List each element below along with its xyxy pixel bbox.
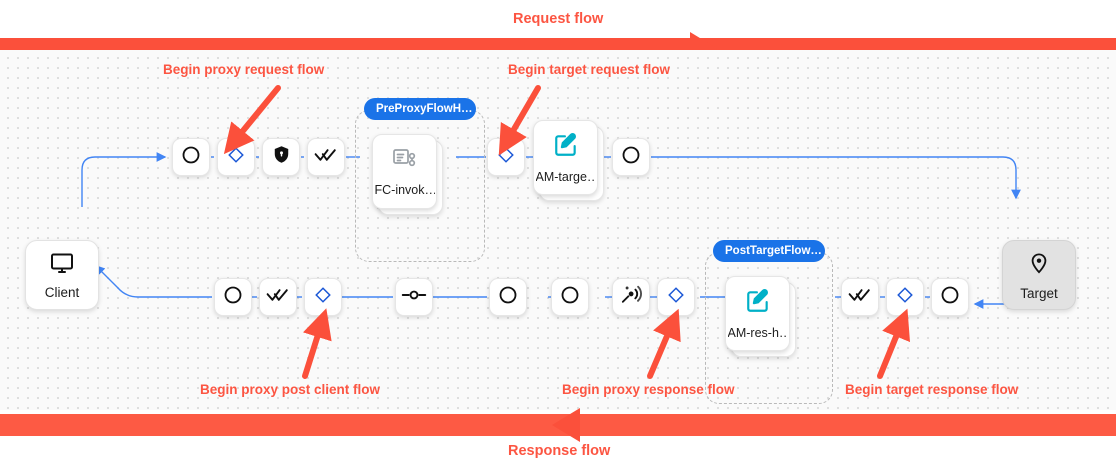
diamond-icon [227,146,245,169]
fc-invoke-policy-stack: FC-invok… [372,134,443,215]
circle-icon [498,285,518,310]
annotation-label-begin-proxy-post-client-flow: Begin proxy post client flow [200,382,381,397]
response-node-double-check-2[interactable] [841,278,879,316]
broadcast-icon [620,283,643,311]
edge-response-to-client [95,265,212,298]
circle-icon [181,145,201,170]
diagram-canvas[interactable]: Client Target [0,50,1116,410]
response-node-broadcast[interactable] [612,278,650,316]
line-node-icon [401,288,427,307]
double-check-icon [848,285,872,310]
edge-proxy-to-target [651,156,1021,200]
request-flow-label: Request flow [513,11,604,27]
target-label: Target [1020,285,1058,301]
double-check-icon [314,145,338,170]
response-node-circle-4[interactable] [931,278,969,316]
edge-layer [81,152,1031,309]
am-target-policy-stack: AM-targe… [533,120,604,201]
fc-invoke-policy[interactable]: FC-invok… [372,134,437,209]
pre-proxy-flow-hook-group[interactable]: PreProxyFlowH… [355,98,485,262]
response-node-line-node[interactable] [395,278,433,316]
response-node-double-check-1[interactable] [259,278,297,316]
diamond-icon [497,146,515,169]
response-node-diamond-target-response[interactable] [886,278,924,316]
script-icon [392,147,418,176]
request-node-double-check-1[interactable] [307,138,345,176]
client-label: Client [44,284,80,300]
circle-icon [940,285,960,310]
shield-lock-icon [272,144,291,170]
target-node[interactable]: Target [1002,240,1076,310]
response-node-diamond-proxy-response[interactable] [657,278,695,316]
request-node-shield[interactable] [262,138,300,176]
edge-client-to-proxy-request [81,152,167,207]
response-flow-banner [0,408,1116,442]
request-node-circle-1[interactable] [172,138,210,176]
am-res-policy-label: AM-res-h… [727,325,788,340]
request-node-circle-2[interactable] [612,138,650,176]
annotation-label-begin-target-response-flow: Begin target response flow [845,382,1019,397]
post-target-flow-hook-chip[interactable]: PostTargetFlow… [713,240,825,262]
am-res-policy[interactable]: AM-res-h… [725,276,790,351]
response-flow-arrowhead [552,408,580,442]
circle-icon [621,145,641,170]
circle-icon [560,285,580,310]
monitor-icon [49,251,75,280]
diamond-icon [896,286,914,309]
annotation-label-begin-target-request-flow: Begin target request flow [508,62,671,77]
am-target-policy-label: AM-targe… [535,169,596,184]
edit-square-icon [745,288,771,319]
response-node-circle-2[interactable] [489,278,527,316]
fc-invoke-policy-label: FC-invok… [374,182,435,197]
response-node-circle-1[interactable] [214,278,252,316]
response-node-circle-3[interactable] [551,278,589,316]
response-node-diamond-post-client[interactable] [304,278,342,316]
diamond-icon [314,286,332,309]
response-flow-label: Response flow [508,443,611,459]
pre-proxy-flow-hook-chip[interactable]: PreProxyFlowH… [364,98,476,120]
am-res-policy-stack: AM-res-h… [725,276,796,357]
location-pin-icon [1028,250,1050,281]
request-node-diamond-proxy-start[interactable] [217,138,255,176]
double-check-icon [266,285,290,310]
request-node-diamond-target-start[interactable] [487,138,525,176]
diamond-icon [667,286,685,309]
am-target-policy[interactable]: AM-targe… [533,120,598,195]
client-node[interactable]: Client [25,240,99,310]
post-target-flow-hook-group[interactable]: PostTargetFlow… [705,240,833,404]
edit-square-icon [553,132,579,163]
annotation-label-begin-proxy-request-flow: Begin proxy request flow [163,62,325,77]
annotation-label-begin-proxy-response-flow: Begin proxy response flow [562,382,735,397]
circle-icon [223,285,243,310]
